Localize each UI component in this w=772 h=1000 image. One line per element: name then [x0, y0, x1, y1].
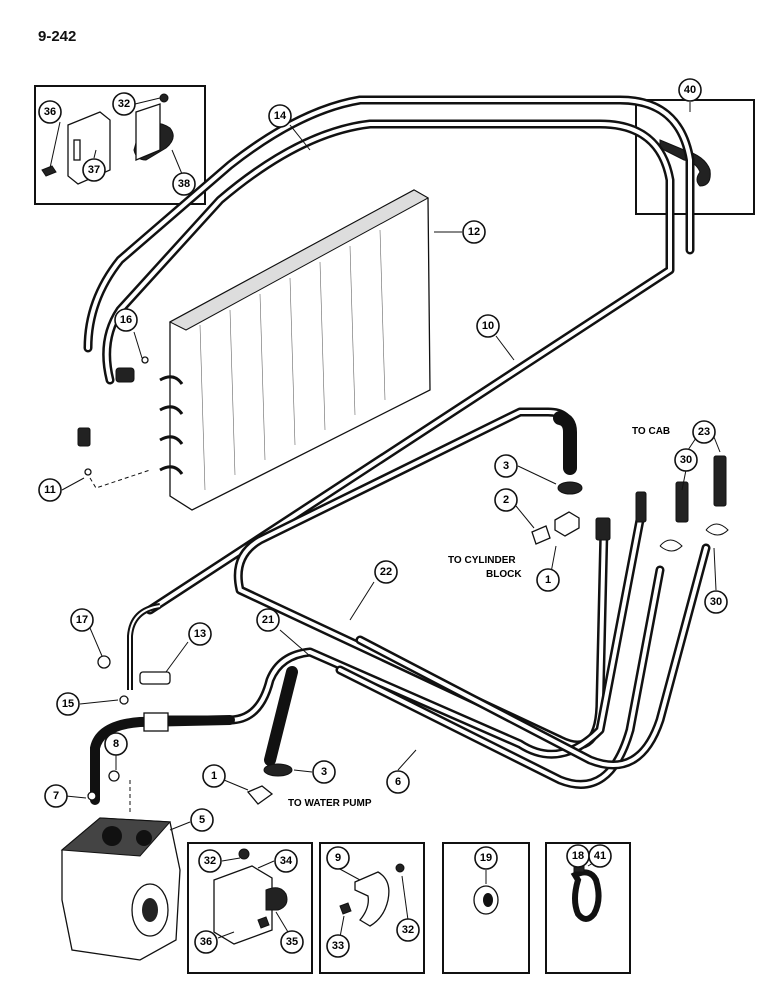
callout-33: 33 [326, 934, 350, 958]
callout-17: 17 [70, 608, 94, 632]
callout-6: 6 [386, 770, 410, 794]
callout-8: 8 [104, 732, 128, 756]
svg-text:21: 21 [262, 614, 274, 626]
compressor-discharge-hose [90, 603, 235, 805]
callout-37: 37 [82, 158, 106, 182]
callout-40: 40 [678, 78, 702, 102]
svg-text:11: 11 [44, 484, 56, 496]
callout-38: 38 [172, 172, 196, 196]
callout-30-top: 30 [674, 448, 698, 472]
svg-text:36: 36 [200, 936, 212, 948]
svg-text:40: 40 [684, 84, 696, 96]
svg-text:30: 30 [710, 596, 722, 608]
callout-32-clip: 32 [396, 918, 420, 942]
svg-text:34: 34 [280, 855, 293, 867]
callout-10: 10 [476, 314, 500, 338]
callout-2: 2 [494, 488, 518, 512]
hose-10 [102, 119, 675, 615]
note-to-cab: TO CAB [632, 426, 670, 437]
svg-text:12: 12 [468, 226, 480, 238]
compressor [60, 817, 181, 961]
callout-36-top: 36 [38, 100, 62, 124]
callout-14: 14 [268, 104, 292, 128]
page-number: 9-242 [38, 28, 77, 45]
svg-text:8: 8 [113, 738, 119, 750]
callout-30-right: 30 [704, 590, 728, 614]
callout-18: 18 [566, 844, 590, 868]
callout-35: 35 [280, 930, 304, 954]
svg-text:36: 36 [44, 106, 56, 118]
callout-9: 9 [326, 846, 350, 870]
svg-text:9: 9 [335, 852, 341, 864]
hose-14 [83, 95, 695, 353]
callout-15: 15 [56, 692, 80, 716]
callout-21: 21 [256, 608, 280, 632]
note-to-water-pump: TO WATER PUMP [288, 798, 372, 809]
callout-12: 12 [462, 220, 486, 244]
svg-text:14: 14 [274, 110, 287, 122]
svg-text:33: 33 [332, 940, 344, 952]
callout-32-bracket: 32 [198, 849, 222, 873]
note-to-cylinder-block-line2: BLOCK [486, 569, 522, 580]
inset-box-top-right [635, 99, 755, 215]
callout-1-top: 1 [536, 568, 560, 592]
callout-34: 34 [274, 849, 298, 873]
inset-box-strap-18-41 [545, 842, 631, 974]
callout-36-bottom: 36 [194, 930, 218, 954]
svg-text:19: 19 [480, 852, 492, 864]
svg-text:22: 22 [380, 566, 392, 578]
hose-6 [335, 543, 711, 789]
callout-16: 16 [114, 308, 138, 332]
svg-text:3: 3 [503, 460, 509, 472]
svg-text:23: 23 [698, 426, 710, 438]
callout-32-top: 32 [112, 92, 136, 116]
callout-41: 41 [588, 844, 612, 868]
svg-text:18: 18 [572, 850, 584, 862]
svg-text:2: 2 [503, 494, 509, 506]
fittings [77, 356, 729, 805]
callout-7: 7 [44, 784, 68, 808]
svg-text:15: 15 [62, 698, 74, 710]
svg-text:1: 1 [545, 574, 551, 586]
callout-13: 13 [188, 622, 212, 646]
svg-text:5: 5 [199, 814, 205, 826]
svg-text:32: 32 [118, 98, 130, 110]
svg-text:41: 41 [594, 850, 606, 862]
note-to-cylinder-block-line1: TO CYLINDER [448, 555, 516, 566]
svg-text:13: 13 [194, 628, 206, 640]
svg-text:32: 32 [204, 855, 216, 867]
callout-22: 22 [374, 560, 398, 584]
svg-text:37: 37 [88, 164, 100, 176]
svg-text:30: 30 [680, 454, 692, 466]
callout-11: 11 [38, 478, 62, 502]
svg-text:16: 16 [120, 314, 132, 326]
heater-hose-black [264, 411, 577, 766]
svg-text:10: 10 [482, 320, 494, 332]
svg-text:7: 7 [53, 790, 59, 802]
svg-text:35: 35 [286, 936, 298, 948]
condenser [159, 189, 431, 511]
callout-19: 19 [474, 846, 498, 870]
svg-text:1: 1 [211, 770, 217, 782]
svg-text:3: 3 [321, 766, 327, 778]
callout-3-bottom: 3 [312, 760, 336, 784]
svg-text:38: 38 [178, 178, 190, 190]
leader-lines [49, 97, 721, 939]
svg-text:32: 32 [402, 924, 414, 936]
callout-23: 23 [692, 420, 716, 444]
svg-text:6: 6 [395, 776, 401, 788]
callout-5: 5 [190, 808, 214, 832]
svg-text:17: 17 [76, 614, 88, 626]
callout-1-bottom: 1 [202, 764, 226, 788]
callout-3-top: 3 [494, 454, 518, 478]
